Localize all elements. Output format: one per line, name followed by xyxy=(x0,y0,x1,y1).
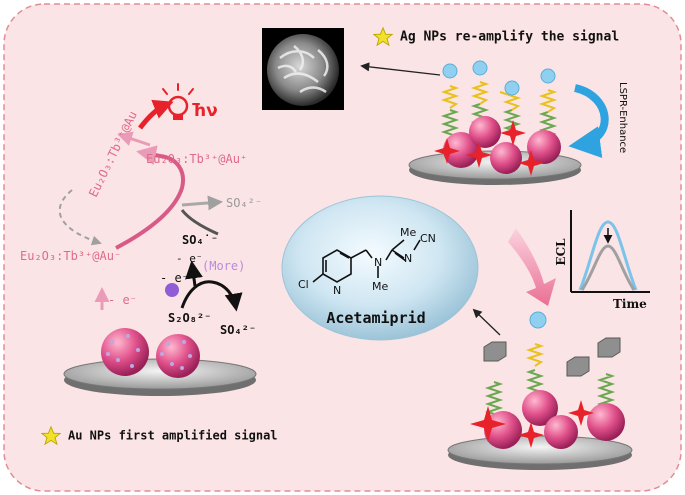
acetamiprid-structure xyxy=(312,239,421,283)
arrow-radical-merge xyxy=(180,209,219,236)
arrow-to-hv xyxy=(138,99,174,130)
arrow-lspr-enhance xyxy=(568,84,609,158)
label-eu-au-minus: Eu₂O₃:Tb³⁺@Au⁻ xyxy=(20,249,121,263)
electron-dot xyxy=(165,283,179,297)
atom-labels: Cl N N Me Me N CN xyxy=(298,226,436,297)
au-note-text: Au NPs first amplified signal xyxy=(68,428,278,443)
star-icon xyxy=(40,425,62,446)
arrow-cycle-pink xyxy=(115,145,185,250)
atom-cn: CN xyxy=(420,232,436,245)
arrow-grey-dashed xyxy=(58,189,102,246)
arrow-to-sem xyxy=(360,62,441,76)
ag-electrode-top xyxy=(408,60,582,185)
star-icon xyxy=(372,26,394,47)
label-time: Time xyxy=(613,297,647,311)
arrow-to-au xyxy=(117,131,151,147)
ag-note: Ag NPs re-amplify the signal xyxy=(372,26,619,48)
label-e-minus-center: - e⁻ xyxy=(160,271,189,285)
molecule-name: Acetamiprid xyxy=(326,309,425,327)
capture-electrode-bottom xyxy=(447,311,633,470)
atom-n-amine: N xyxy=(374,256,382,269)
arrow-s2o8-split xyxy=(180,280,243,312)
arrow-to-molecule xyxy=(472,308,501,336)
ag-note-text: Ag NPs re-amplify the signal xyxy=(400,29,620,45)
arrow-to-radical xyxy=(185,260,203,287)
label-s2o8: S₂O₈²⁻ xyxy=(168,311,211,325)
atom-me-upper: Me xyxy=(400,226,416,239)
molecule-globe xyxy=(281,195,479,341)
label-so4-dianion-bottom: SO₄²⁻ xyxy=(220,323,256,337)
sem-image xyxy=(262,28,344,110)
label-more: (More) xyxy=(202,259,245,273)
atom-n-imine: N xyxy=(404,252,412,265)
big-arrow-down xyxy=(508,228,556,306)
au-electrode-left xyxy=(63,328,257,396)
label-eu-au-plus: Eu₂O₃:Tb³⁺@Au⁺ xyxy=(146,152,247,166)
arrow-grey-so4 xyxy=(181,195,223,211)
atom-me-lower: Me xyxy=(372,280,388,293)
au-note: Au NPs first amplified signal xyxy=(40,425,278,447)
label-so4-radical: SO₄˙⁻ xyxy=(182,233,218,247)
label-ecl: ECL xyxy=(554,238,568,266)
atom-n-ring: N xyxy=(333,284,341,297)
label-lspr: LSPR-Enhance xyxy=(617,82,628,153)
label-e-minus-right: - e⁻ xyxy=(176,252,203,265)
ecl-curve-inset xyxy=(570,210,650,293)
bulb-icon xyxy=(156,83,200,120)
label-hv: hν xyxy=(194,101,218,121)
label-so4-dianion-top: SO₄²⁻ xyxy=(226,196,262,210)
atom-cl: Cl xyxy=(298,278,309,291)
label-e-minus-left: - e⁻ xyxy=(108,293,137,307)
